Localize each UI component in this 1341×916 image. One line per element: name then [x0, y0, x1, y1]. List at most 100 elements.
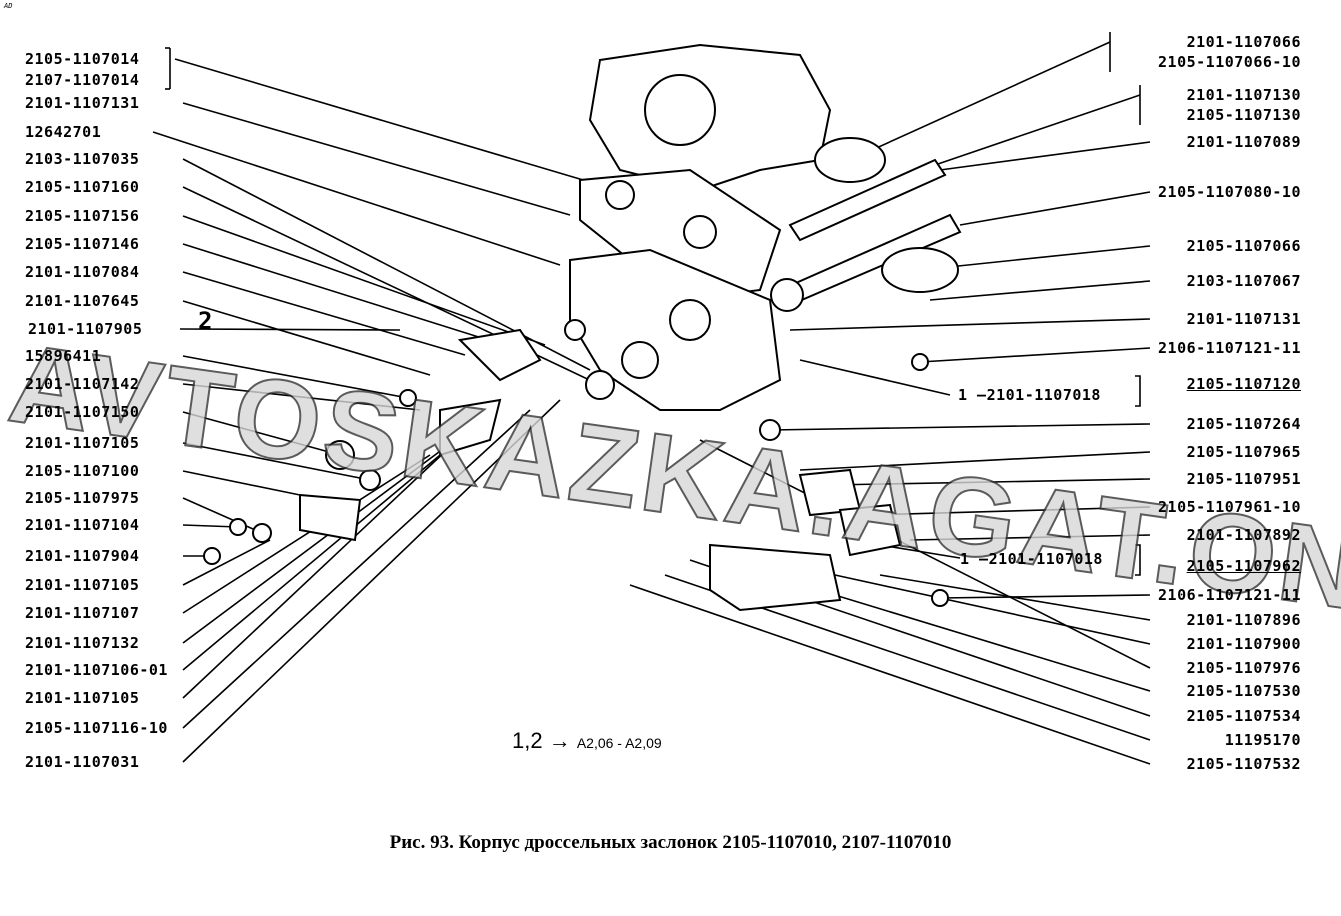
leader-line: [182, 454, 431, 614]
leader-line: [182, 470, 301, 496]
leader-line: [182, 429, 471, 671]
lever-2: [439, 398, 502, 457]
leader-line: [939, 594, 1151, 599]
part-label-left: 2101-1107150: [25, 403, 140, 421]
callout-marker-2: 2: [198, 307, 213, 335]
part-label-right: 2105-1107264: [1186, 415, 1301, 433]
part-label-right: 2103-1107067: [1186, 272, 1301, 290]
leader-line: [769, 423, 1151, 431]
part-label-right: 2105-1107961-10: [1158, 498, 1301, 516]
leader-line: [789, 318, 1151, 331]
part-label-right: 2105-1107534: [1186, 707, 1301, 725]
part-label-left: 2101-1107142: [25, 375, 140, 393]
part-label-right: 2105-1107530: [1186, 682, 1301, 700]
part-label-right: 2101-1107896: [1186, 611, 1301, 629]
bracket-lines: [1135, 375, 1141, 576]
part-label-left: 12642701: [25, 123, 102, 141]
part-label-right: 2105-1107951: [1186, 470, 1301, 488]
part-label-left: 2105-1107014: [25, 50, 140, 68]
leader-line: [179, 328, 401, 331]
part-label-inner: 1 —2101-1107018: [958, 386, 1101, 404]
part-label-right: 11195170: [1224, 731, 1301, 749]
part-label-left: 2101-1107132: [25, 634, 140, 652]
part-label-left: 2101-1107105: [25, 434, 140, 452]
part-label-right: 2105-1107976: [1186, 659, 1301, 677]
part-label-left: 2101-1107105: [25, 689, 140, 707]
leader-line: [152, 131, 561, 266]
leader-line: [629, 584, 1151, 765]
part-label-left: 2101-1107107: [25, 604, 140, 622]
part-label-right: 2101-1107130: [1186, 86, 1301, 104]
part-label-left: 2101-1107904: [25, 547, 140, 565]
part-label-right: 2105-1107965: [1186, 443, 1301, 461]
part-label-right: 2105-1107066-10: [1158, 53, 1301, 71]
leader-line: [929, 280, 1151, 301]
part-label-right: 2105-1107120: [1186, 375, 1301, 393]
part-label-left: 15896411: [25, 347, 102, 365]
part-label-right: 2101-1107131: [1186, 310, 1301, 328]
leader-line: [934, 94, 1141, 166]
leader-line: [699, 439, 1151, 669]
leader-line: [959, 191, 1151, 226]
leader-line: [174, 58, 601, 186]
leader-line: [182, 300, 431, 376]
part-label-left: 2103-1107035: [25, 150, 140, 168]
leader-line: [182, 271, 466, 356]
lever-plate: [299, 493, 362, 542]
leader-line: [182, 215, 546, 346]
leader-line: [799, 359, 951, 396]
leader-line: [829, 478, 1151, 486]
bracket: [709, 543, 842, 612]
part-label-left: 2101-1107905: [28, 320, 143, 338]
leader-line: [182, 411, 341, 456]
part-label-right: 2106-1107121-11: [1158, 339, 1301, 357]
part-label-right: 2106-1107121-11: [1158, 586, 1301, 604]
note-range: A2,06 - A2,09: [576, 735, 662, 751]
spring: [770, 278, 804, 312]
part-label-left: 2101-1107131: [25, 94, 140, 112]
part-label-left: 2101-1107104: [25, 516, 140, 534]
part-label-left: 2101-1107031: [25, 753, 140, 771]
note-main: 1,2 →: [512, 728, 571, 753]
leader-line: [182, 102, 571, 216]
leader-line: [182, 439, 456, 644]
leader-line: [182, 383, 421, 411]
leader-line: [909, 534, 1151, 541]
leader-line: [799, 451, 1151, 471]
throttle-shaft: [788, 158, 947, 242]
choke-bore: [644, 74, 716, 146]
leader-line: [939, 141, 1151, 171]
part-label-right: 2105-1107080-10: [1158, 183, 1301, 201]
part-label-left: 2105-1107156: [25, 207, 140, 225]
part-label-right: 2105-1107066: [1186, 237, 1301, 255]
part-label-left: 2107-1107014: [25, 71, 140, 89]
part-label-right: 2105-1107532: [1186, 755, 1301, 773]
pump-cover: [838, 503, 902, 557]
leader-line: [834, 574, 1151, 645]
figure-caption: Рис. 93. Корпус дроссельных заслонок 210…: [389, 832, 952, 853]
part-label-left: 2105-1107975: [25, 489, 140, 507]
part-label-left: 2101-1107106-01: [25, 661, 168, 679]
applicability-note: 1,2 → A2,06 - A2,09: [512, 728, 662, 754]
parts-illustration: [203, 43, 962, 612]
part-label-left: 2101-1107645: [25, 292, 140, 310]
corner-mark: AD: [4, 2, 13, 10]
throttle-disc: [814, 137, 886, 183]
leader-line: [879, 574, 1151, 621]
leader-line: [182, 355, 409, 399]
leader-line: [869, 506, 1151, 516]
part-label-left: 2101-1107084: [25, 263, 140, 281]
part-label-inner: 1 —2101-1107018: [960, 550, 1103, 568]
part-label-left: 2105-1107160: [25, 178, 140, 196]
part-label-right: 2101-1107900: [1186, 635, 1301, 653]
leader-line: [182, 399, 561, 763]
part-label-left: 2101-1107105: [25, 576, 140, 594]
leader-line: [182, 497, 263, 534]
leader-line: [182, 243, 521, 351]
part-label-right: 2101-1107089: [1186, 133, 1301, 151]
leader-line: [182, 409, 531, 729]
leader-line: [182, 158, 591, 371]
leader-line: [182, 539, 271, 586]
part-label-left: 2105-1107146: [25, 235, 140, 253]
